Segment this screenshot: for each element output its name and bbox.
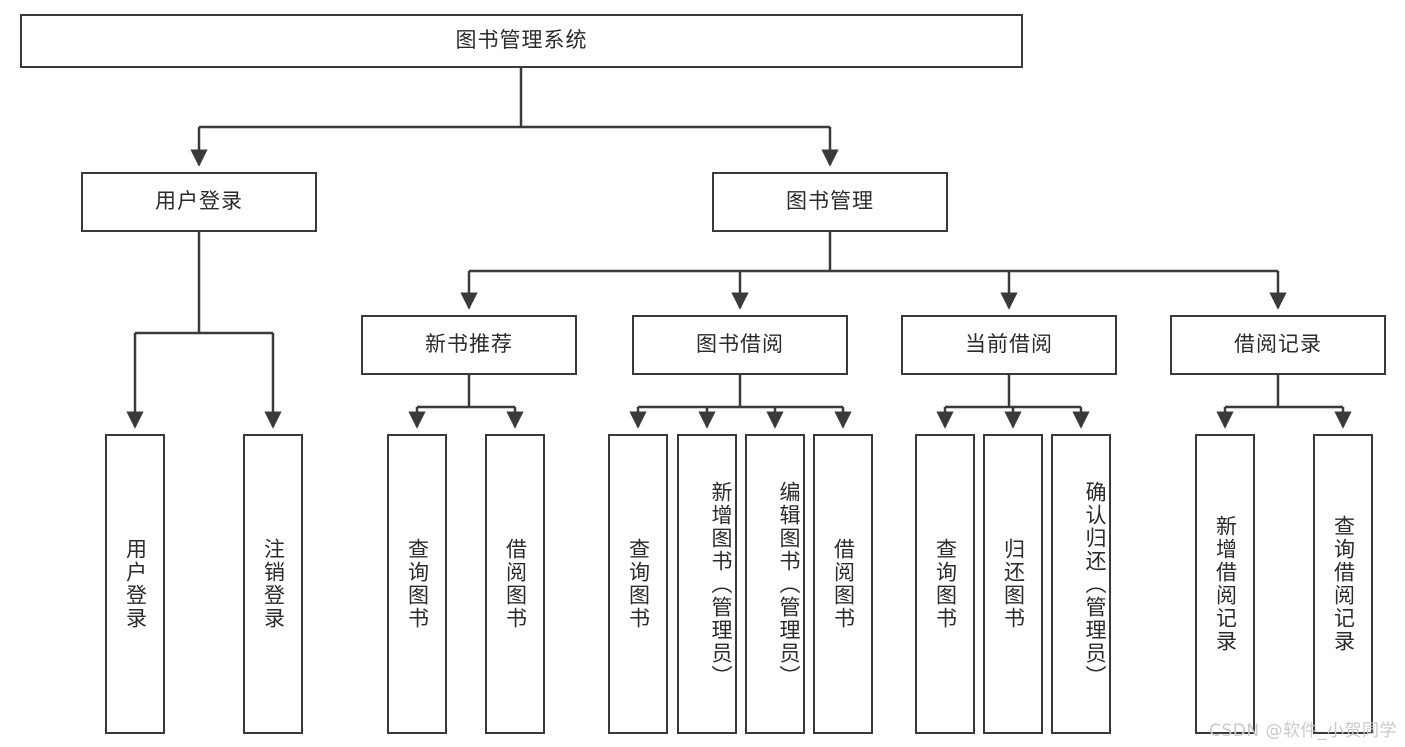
level2-node[interactable]: 用户登录	[81, 172, 317, 232]
node-label: 编辑图书（管理员）	[777, 480, 801, 688]
leaf-node[interactable]: 查询借阅记录	[1313, 434, 1373, 734]
level3-node[interactable]: 新书推荐	[361, 315, 577, 375]
leaf-node[interactable]: 编辑图书（管理员）	[745, 434, 805, 734]
node-label: 注销登录	[261, 538, 286, 630]
node-label: 图书借阅	[696, 332, 784, 357]
level3-node[interactable]: 图书借阅	[632, 315, 848, 375]
node-label: 当前借阅	[965, 332, 1053, 357]
node-label: 图书管理	[786, 189, 874, 214]
leaf-node[interactable]: 查询图书	[915, 434, 975, 734]
node-label: 用户登录	[123, 538, 148, 630]
node-label: 借阅图书	[831, 538, 856, 630]
leaf-node[interactable]: 确认归还（管理员）	[1051, 434, 1111, 734]
level3-node[interactable]: 当前借阅	[901, 315, 1117, 375]
leaf-node[interactable]: 借阅图书	[813, 434, 873, 734]
node-label: 归还图书	[1001, 538, 1026, 630]
leaf-node[interactable]: 查询图书	[387, 434, 447, 734]
node-label: 新增图书（管理员）	[709, 480, 733, 688]
node-label: 借阅记录	[1234, 332, 1322, 357]
node-label: 确认归还（管理员）	[1083, 480, 1107, 688]
node-label: 新增借阅记录	[1213, 515, 1238, 653]
node-label: 查询图书	[405, 538, 430, 630]
leaf-node[interactable]: 查询图书	[608, 434, 668, 734]
root-node[interactable]: 图书管理系统	[20, 14, 1023, 68]
node-label: 图书管理系统	[455, 28, 588, 53]
node-label: 新书推荐	[425, 332, 513, 357]
level2-node[interactable]: 图书管理	[712, 172, 948, 232]
node-label: 查询借阅记录	[1331, 515, 1356, 653]
leaf-node[interactable]: 用户登录	[105, 434, 165, 734]
level3-node[interactable]: 借阅记录	[1170, 315, 1386, 375]
leaf-node[interactable]: 借阅图书	[485, 434, 545, 734]
leaf-node[interactable]: 归还图书	[983, 434, 1043, 734]
node-label: 查询图书	[626, 538, 651, 630]
leaf-node[interactable]: 注销登录	[243, 434, 303, 734]
node-label: 借阅图书	[503, 538, 528, 630]
node-label: 查询图书	[933, 538, 958, 630]
leaf-node[interactable]: 新增借阅记录	[1195, 434, 1255, 734]
leaf-node[interactable]: 新增图书（管理员）	[677, 434, 737, 734]
node-label: 用户登录	[155, 189, 243, 214]
